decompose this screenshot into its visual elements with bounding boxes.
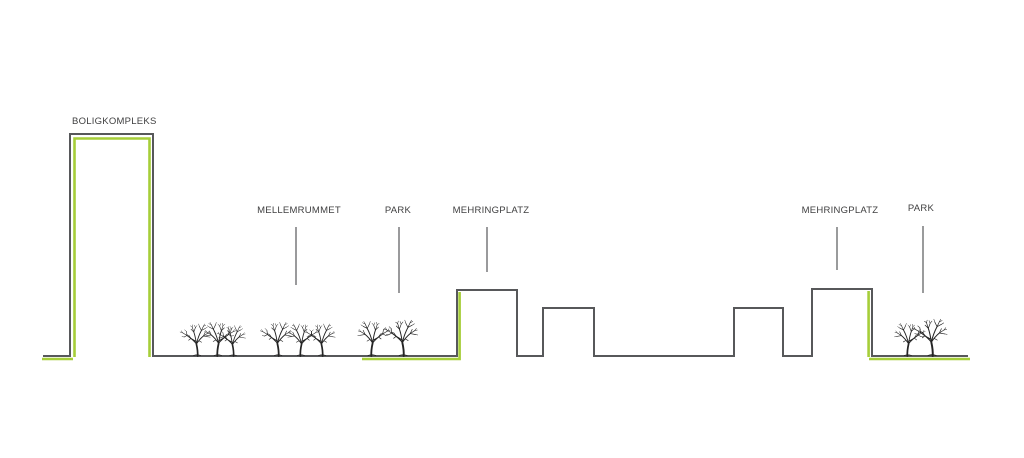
label-mellemrummet: MELLEMRUMMET	[257, 205, 341, 216]
tree-sketch-6	[356, 320, 392, 357]
label-mehringplatz-left: MEHRINGPLATZ	[452, 205, 530, 216]
skyline-profile	[43, 133, 968, 357]
tree-sketch-7	[383, 319, 419, 357]
tree-sketch-3	[259, 321, 293, 357]
tree-sketch-0	[179, 323, 212, 357]
green-accent-boligkompleks-inner-liner	[73, 137, 151, 357]
tree-sketch-8	[893, 322, 927, 357]
tree-sketch-9	[911, 318, 949, 357]
label-park-left: PARK	[384, 205, 412, 216]
label-mehringplatz-right: MEHRINGPLATZ	[801, 205, 879, 216]
green-accent-park-ground-middle-and-wall	[362, 292, 461, 361]
label-park-right: PARK	[907, 203, 935, 214]
label-boligkompleks: BOLIGKOMPLEKS	[72, 116, 157, 127]
